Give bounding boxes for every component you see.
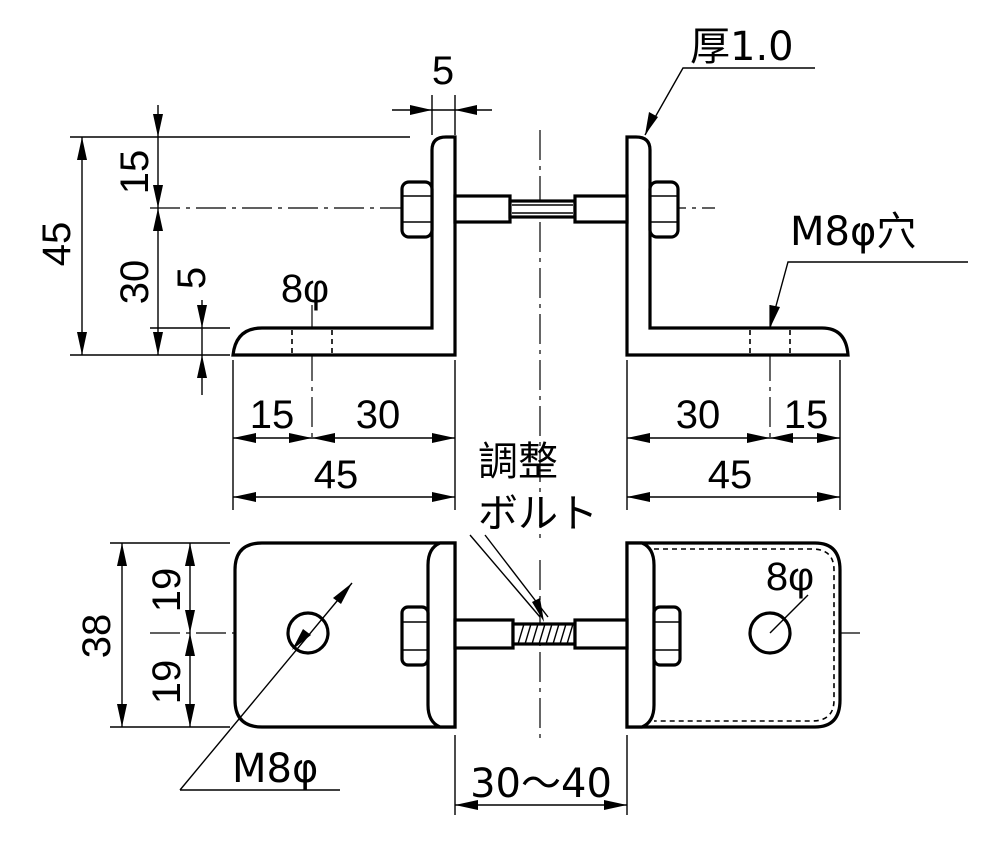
arrow [233, 433, 256, 443]
thickness-label: 厚1.0 [690, 24, 794, 70]
dim-right-base-length: 45 [708, 453, 753, 497]
m8-hole-label: M8φ穴 [790, 209, 916, 255]
thread-hatch-line [566, 623, 574, 645]
thread-hatch [517, 623, 574, 645]
dim-upper-height: 15 [113, 150, 157, 195]
left-bracket-front [231, 135, 457, 357]
right-bracket-front [625, 135, 850, 357]
left-bolt-plan [453, 618, 515, 650]
thread-hatch-line [524, 623, 532, 645]
dim-right-hole-offset: 15 [784, 393, 829, 437]
dim-width-half-bottom: 19 [145, 660, 189, 705]
thread-hatch-line [517, 623, 525, 645]
dim-width-half-top: 19 [145, 568, 189, 613]
arrow [117, 704, 127, 727]
arrow [77, 332, 87, 355]
arrow [455, 800, 478, 810]
arrow [233, 492, 256, 502]
dim-left-hole-offset: 15 [250, 393, 295, 437]
arrow [410, 105, 432, 115]
dim-left-hole-to-wall: 30 [356, 393, 401, 437]
right-nut-plan [652, 605, 682, 667]
arrow [770, 305, 780, 328]
hole-dia-label-top: 8φ [281, 267, 329, 311]
adjust-bolt-label-line2: ボルト [478, 491, 598, 537]
dim-width-total: 38 [75, 614, 119, 659]
plan-view [150, 541, 860, 740]
arrow [185, 610, 195, 633]
arrow [77, 137, 87, 160]
arrow [197, 355, 207, 378]
arrow [185, 633, 195, 656]
arrow [333, 583, 352, 604]
left-nut-front [400, 180, 434, 239]
arrow [627, 433, 650, 443]
arrow [645, 112, 658, 135]
m8-hole-leader [769, 261, 968, 329]
dim-flange-thickness: 5 [432, 49, 454, 93]
hole-dia-label-bottom: 8φ [766, 555, 814, 599]
arrow [432, 433, 455, 443]
right-bolt-plan [573, 618, 629, 650]
arrow [532, 598, 544, 622]
gap-range-label: 30〜40 [470, 761, 612, 807]
threaded-rod-front [508, 199, 577, 219]
dim-right-wall-to-hole: 30 [676, 393, 721, 437]
arrow [627, 492, 650, 502]
left-nut-plan [400, 605, 430, 667]
thread-hatch-line [545, 623, 553, 645]
hole-dia-leader [769, 594, 809, 634]
right-flange-plan [625, 541, 656, 729]
m8-leader [179, 582, 353, 791]
arrow [289, 433, 312, 443]
left-bolt-front [453, 194, 512, 224]
thickness-leader [644, 67, 815, 136]
arrow [312, 433, 335, 443]
dim-base-thickness: 5 [170, 267, 214, 289]
thread-hatch-line [552, 623, 560, 645]
arrow [153, 208, 163, 231]
thread-hatch-line [559, 623, 567, 645]
arrow [770, 433, 793, 443]
arrow [185, 543, 195, 566]
adjust-bolt-label-line1: 調整 [478, 439, 558, 485]
thread-hatch-line [538, 623, 546, 645]
adjust-bolt-leader-a [469, 534, 541, 618]
plan-dimensions: 38 19 19 8φ M8φ 調整 ボルト 30〜40 [75, 439, 814, 815]
dim-total-height: 45 [35, 222, 79, 267]
front-view [150, 130, 850, 540]
right-plate-hidden-edge [654, 548, 835, 722]
arrow [197, 305, 207, 328]
arrow [153, 185, 163, 208]
arrow [117, 543, 127, 566]
right-plate-plan [625, 541, 842, 729]
left-flange-plan [426, 541, 457, 729]
thread-hatch-line [531, 623, 539, 645]
arrow [455, 105, 477, 115]
m8-label: M8φ [232, 746, 318, 792]
arrow [185, 704, 195, 727]
dim-lower-height: 30 [113, 260, 157, 305]
left-plate-plan [233, 541, 457, 729]
arrow [817, 433, 840, 443]
dim-left-base-length: 45 [314, 453, 359, 497]
arrow [153, 332, 163, 355]
arrow [604, 800, 627, 810]
right-bolt-front [573, 194, 629, 224]
arrow [747, 433, 770, 443]
arrow [292, 629, 311, 650]
arrow [817, 492, 840, 502]
arrow [432, 492, 455, 502]
arrow [153, 114, 163, 137]
right-nut-front [648, 180, 680, 239]
front-dimensions: 45 15 30 5 5 8φ 厚1.0 M8φ穴 [35, 24, 968, 510]
